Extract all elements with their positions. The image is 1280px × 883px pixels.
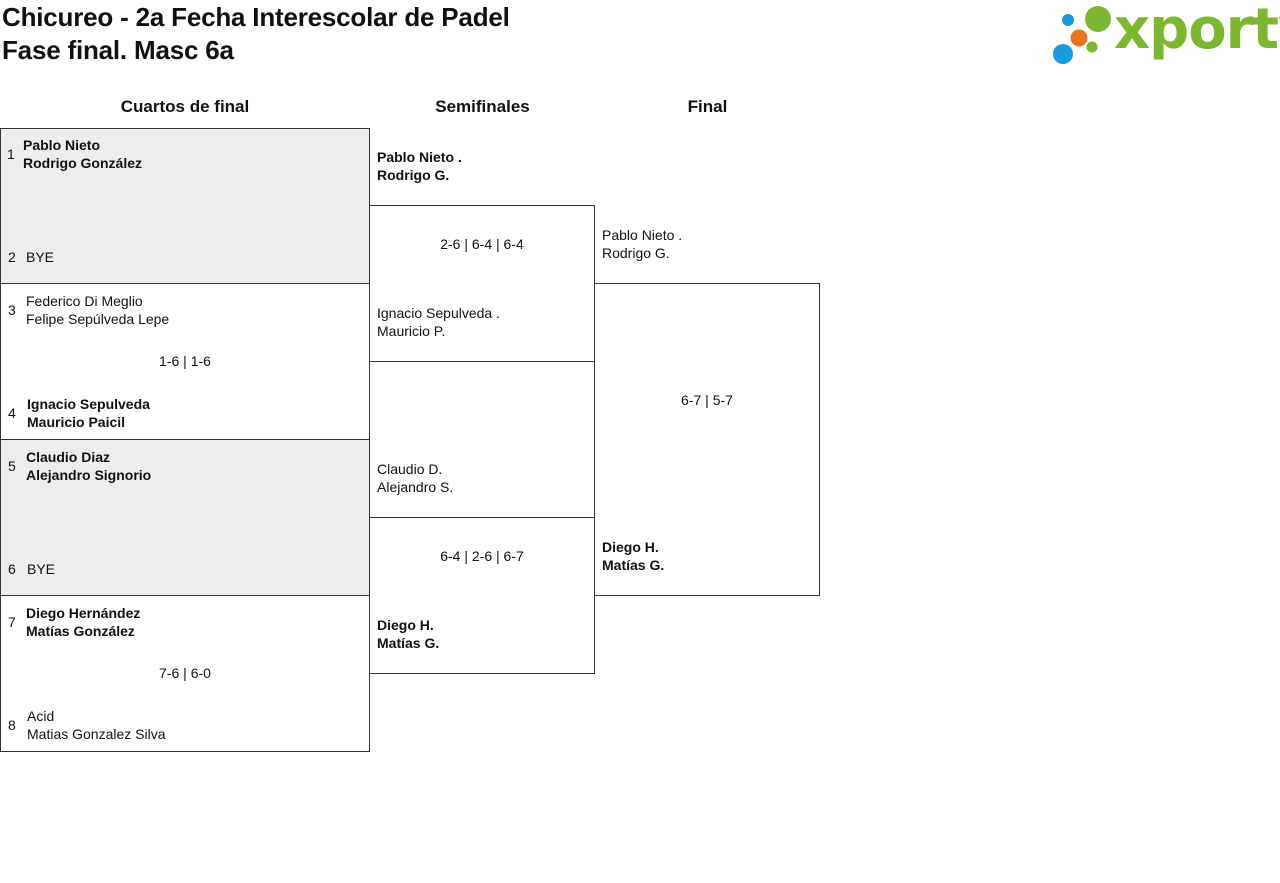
match-score: 2-6 | 6-4 | 6-4 xyxy=(440,236,524,252)
column-header-semifinals: Semifinales xyxy=(435,97,530,116)
column-header-quarterfinals: Cuartos de final xyxy=(120,97,250,116)
page-title: Chicureo - 2a Fecha Interescolar de Pade… xyxy=(2,2,510,32)
seed-number: 2 xyxy=(8,249,16,265)
seed-number: 3 xyxy=(8,302,16,318)
player-name: Rodrigo G. xyxy=(377,167,450,183)
seed-number: 4 xyxy=(8,405,16,421)
player-name: Felipe Sepúlveda Lepe xyxy=(26,311,170,327)
bye-label: BYE xyxy=(27,561,56,577)
xporty-logo[interactable]: xporty xyxy=(1050,0,1280,68)
quarterfinal-match-3[interactable] xyxy=(0,439,370,596)
seed-number: 1 xyxy=(7,146,15,162)
logo-wordmark: xporty xyxy=(1114,0,1280,62)
player-name: Rodrigo G. xyxy=(602,245,670,261)
player-name: Matías G. xyxy=(602,557,665,573)
player-name: Pablo Nieto . xyxy=(377,149,462,165)
player-name: Alejandro S. xyxy=(377,479,454,495)
player-name: Mauricio Paicil xyxy=(27,414,126,430)
player-name: Diego Hernández xyxy=(26,605,141,621)
player-name: Matias Gonzalez Silva xyxy=(27,726,166,742)
player-name: Pablo Nieto xyxy=(23,137,101,153)
player-name: Diego H. xyxy=(602,539,659,555)
seed-number: 6 xyxy=(8,561,16,577)
player-name: Diego H. xyxy=(377,617,434,633)
quarterfinal-match-1[interactable] xyxy=(0,128,370,284)
player-name: Pablo Nieto . xyxy=(602,227,683,243)
player-name: Ignacio Sepulveda . xyxy=(377,305,500,321)
match-score: 6-7 | 5-7 xyxy=(681,392,733,408)
player-name: Acid xyxy=(27,708,55,724)
seed-number: 8 xyxy=(8,717,16,733)
seed-number: 7 xyxy=(8,614,16,630)
player-name: Alejandro Signorio xyxy=(26,467,152,483)
final-match[interactable] xyxy=(594,283,820,596)
player-name: Matías González xyxy=(26,623,135,639)
bye-label: BYE xyxy=(26,249,55,265)
match-score: 1-6 | 1-6 xyxy=(159,353,211,369)
player-name: Ignacio Sepulveda xyxy=(27,396,150,412)
logo-dots-icon xyxy=(1053,6,1111,64)
match-score: 6-4 | 2-6 | 6-7 xyxy=(440,548,524,564)
page-subtitle: Fase final. Masc 6a xyxy=(2,35,234,65)
player-name: Mauricio P. xyxy=(377,323,446,339)
player-name: Rodrigo González xyxy=(23,155,142,171)
player-name: Federico Di Meglio xyxy=(26,293,143,309)
player-name: Claudio Diaz xyxy=(26,449,111,465)
column-header-final: Final xyxy=(687,97,728,116)
player-name: Claudio D. xyxy=(377,461,443,477)
match-score: 7-6 | 6-0 xyxy=(159,665,211,681)
seed-number: 5 xyxy=(8,458,16,474)
player-name: Matías G. xyxy=(377,635,440,651)
